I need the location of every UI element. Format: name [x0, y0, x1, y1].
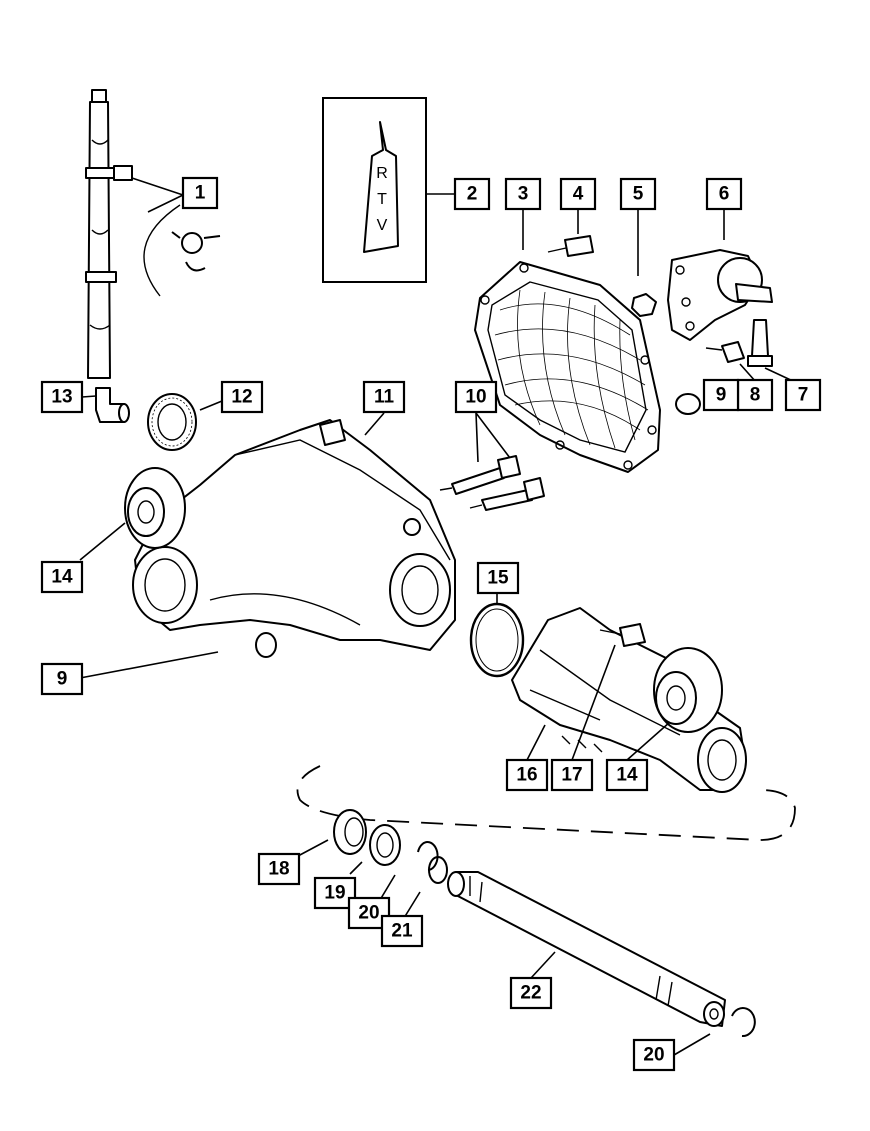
housing-bolts-part: [439, 455, 545, 511]
axle-tube-housing-part: [511, 607, 747, 793]
svg-text:8: 8: [750, 385, 761, 406]
o-ring-part: [469, 602, 525, 678]
svg-text:5: 5: [633, 184, 644, 205]
pinion-seal-part: [147, 393, 197, 451]
svg-text:13: 13: [51, 387, 72, 408]
svg-text:6: 6: [719, 184, 730, 205]
svg-text:10: 10: [465, 387, 486, 408]
callout-16: 17: [550, 758, 594, 792]
svg-text:9: 9: [57, 669, 68, 690]
callout-9-bottom: 9: [40, 662, 84, 696]
callout-5: 5: [619, 177, 657, 211]
bracket-bolt-part: [705, 341, 745, 363]
dashed-assembly-loop: [296, 765, 796, 841]
rtv-letter-t: T: [377, 191, 387, 208]
callout-11: 11: [362, 380, 406, 414]
callout-6: 6: [705, 177, 743, 211]
svg-text:21: 21: [391, 921, 413, 942]
callout-10: 10: [454, 380, 498, 414]
mount-bolt-part: [747, 319, 773, 367]
isolator-bushing-right-part: [653, 647, 723, 733]
isolator-bushing-left-part: [124, 467, 186, 549]
callout-17: 16: [505, 758, 549, 792]
svg-text:4: 4: [573, 184, 584, 205]
svg-text:14: 14: [616, 765, 638, 786]
callout-19: 19: [313, 876, 357, 910]
svg-text:22: 22: [520, 983, 541, 1004]
callout-7: 7: [784, 378, 822, 412]
axle-bearing-part: [369, 824, 401, 866]
cover-bolt-part: [547, 235, 594, 257]
tube-bolt-part: [599, 623, 646, 647]
fill-plug-part: [675, 393, 701, 415]
rtv-letter-v: V: [377, 217, 388, 234]
axle-shaft-part: [447, 871, 726, 1027]
svg-text:20: 20: [643, 1045, 664, 1066]
svg-text:20: 20: [358, 903, 379, 924]
svg-text:18: 18: [268, 859, 289, 880]
svg-text:7: 7: [798, 385, 809, 406]
callout-2: 2: [453, 177, 491, 211]
svg-text:19: 19: [324, 883, 345, 904]
svg-text:11: 11: [374, 387, 395, 408]
vent-fitting-part: [95, 387, 130, 423]
callout-3: 3: [504, 177, 542, 211]
callout-18: 18: [257, 852, 301, 886]
differential-cover-part: [474, 261, 661, 473]
rtv-letter-r: R: [376, 165, 388, 182]
callout-14-left: 14: [40, 560, 84, 594]
rtv-sealant-box: R T V: [322, 97, 427, 283]
hose-clip-part: [171, 231, 221, 272]
svg-text:12: 12: [231, 387, 252, 408]
callout-20-lower: 20: [632, 1038, 676, 1072]
callout-8: 8: [736, 378, 774, 412]
callout-15: 15: [476, 561, 520, 595]
svg-text:1: 1: [195, 183, 206, 204]
callout-14-right: 14: [605, 758, 649, 792]
shaft-snap-ring-part: [731, 1007, 756, 1038]
callout-22: 22: [509, 976, 553, 1010]
mount-bracket-part: [667, 249, 773, 341]
callout-9-top: 9: [702, 378, 740, 412]
vent-hose-part: [85, 89, 221, 379]
snap-ring-part: [417, 841, 439, 871]
callout-21: 21: [380, 914, 424, 948]
svg-text:15: 15: [487, 568, 509, 589]
svg-text:16: 16: [516, 765, 537, 786]
svg-text:14: 14: [51, 567, 73, 588]
svg-text:2: 2: [467, 184, 478, 205]
retaining-ring-part: [428, 856, 448, 884]
svg-text:3: 3: [518, 184, 529, 205]
callout-12: 12: [220, 380, 264, 414]
svg-text:9: 9: [716, 385, 727, 406]
drain-plug-part: [255, 632, 277, 658]
callout-4: 4: [559, 177, 597, 211]
differential-housing-part: [132, 419, 456, 651]
nut-part: [631, 293, 657, 317]
callout-1: 1: [181, 176, 219, 210]
svg-text:17: 17: [561, 765, 582, 786]
callout-13: 13: [40, 380, 84, 414]
axle-seal-part: [333, 809, 367, 855]
